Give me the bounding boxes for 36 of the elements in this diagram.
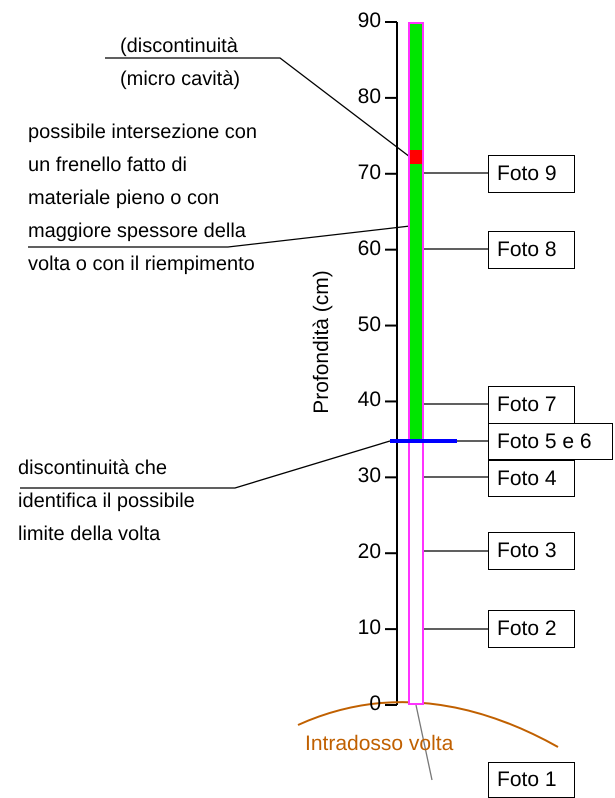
tick-label: 10 [358,616,381,640]
photo-label: Foto 8 [488,231,575,269]
leader-line [424,550,488,552]
annotation-text: possibile intersezione con un frenello fatto di materiale pieno o con maggiore spessore della volta o con il riempimento [28,116,268,281]
tick-label: 90 [358,9,381,33]
annotation-text: (discontinuità (micro cavità) [120,30,290,96]
filled-segment [410,24,422,439]
leader-line [424,476,488,478]
tick-label: 30 [358,464,381,488]
photo-label: Foto 3 [488,532,575,570]
tick-label: 50 [358,312,381,337]
axis-title: Profondità (cm) [310,270,334,414]
photo-label: Foto 4 [488,460,575,497]
photo-label: Foto 2 [488,610,575,648]
leader-line [415,704,433,780]
leader-line [422,403,488,405]
photo-label: Foto 7 [488,386,575,424]
tick-label: 70 [358,160,381,185]
leader-line [20,440,390,489]
tick-label: 40 [358,388,381,412]
tick-label: 60 [358,236,381,261]
tick-label: 80 [358,84,381,109]
tick-label: 20 [358,540,381,564]
cavity-mark [410,150,422,164]
leader-line [422,248,488,250]
core-column [408,22,424,705]
photo-label: Foto 9 [488,155,575,193]
photo-label: Foto 1 [488,762,575,798]
leader-line [424,628,488,630]
leader-line [105,57,410,158]
leader-line [457,440,488,442]
annotation-text: discontinuità che identifica il possibile limite della volta [18,452,246,551]
leader-line [28,225,410,248]
photo-label: Foto 5 e 6 [488,423,613,460]
leader-line [422,172,488,174]
curve-label: Intradosso volta [305,732,454,756]
